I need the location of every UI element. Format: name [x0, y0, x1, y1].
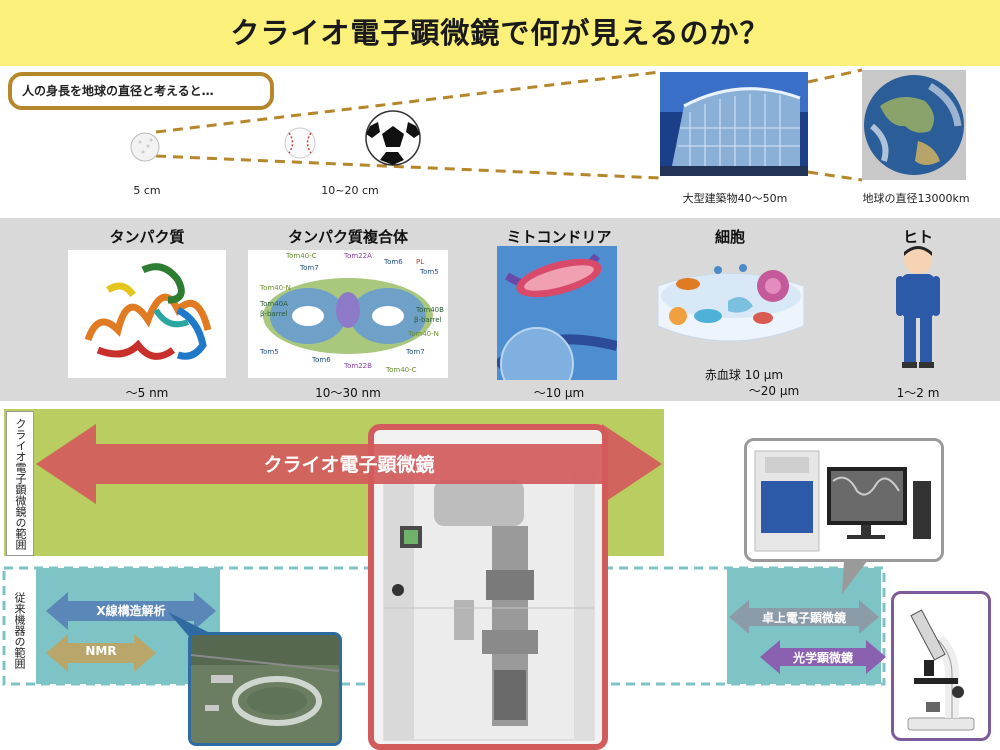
- label-balls: 10~20 cm: [321, 184, 379, 197]
- synchrotron-facility-image: [188, 632, 342, 746]
- label-earth: 地球の直径13000km: [862, 192, 970, 205]
- desktop-em-illustration: [754, 450, 931, 552]
- cryo-em-range-label: クライオ電子顕微鏡の範囲: [6, 411, 34, 556]
- baseball-icon: [284, 127, 316, 159]
- size-cell: ～20 μm: [748, 384, 800, 398]
- complex-label: Tom6: [384, 258, 403, 266]
- complex-label: Tom40B: [416, 306, 444, 314]
- cryo-em-range-arrow: [36, 424, 662, 504]
- cryo-em-arrow-label: クライオ電子顕微鏡: [263, 454, 435, 476]
- light-microscope-range-arrow: [760, 640, 886, 674]
- complex-label: Tom5: [260, 348, 279, 356]
- size-complex: 10～30 nm: [315, 386, 381, 400]
- nmr-label: NMR: [85, 644, 117, 658]
- complex-label: Tom40-N: [408, 330, 439, 338]
- scale-note: 人の身長を地球の直径と考えると…: [8, 72, 274, 110]
- complex-blob-illustration: [263, 278, 433, 354]
- synchrotron-aerial-illustration: [191, 635, 339, 743]
- xray-range-arrow: [46, 592, 216, 630]
- category-title-cell: 細胞: [714, 228, 745, 246]
- protein-ribbon-illustration: [84, 263, 212, 360]
- mitochondria-image: [493, 246, 619, 401]
- category-title-human: ヒト: [902, 228, 933, 246]
- title-bar: [0, 0, 1000, 66]
- perspective-line-top-2: [807, 68, 863, 84]
- label-building: 大型建築物40～50m: [682, 192, 788, 205]
- size-protein: ～5 nm: [125, 386, 169, 400]
- complex-label: Tom40-C: [386, 366, 417, 374]
- page-title: クライオ電子顕微鏡で何が見えるのか？: [230, 16, 770, 50]
- desktop-em-callout-pointer: [842, 560, 868, 594]
- mitochondria-illustration: [493, 246, 619, 401]
- soccer-ball-icon: [365, 110, 421, 166]
- complex-label: PL: [416, 258, 425, 266]
- label-golf-ball: 5 cm: [133, 184, 161, 197]
- light-microscope-label: 光学顕微鏡: [792, 651, 853, 665]
- desktop-em-range-arrow: [729, 600, 879, 634]
- complex-label: Tom40A: [260, 300, 288, 308]
- cell-image: [648, 256, 814, 360]
- complex-label: Tom40-N: [260, 284, 291, 292]
- complex-label: β-barrel: [260, 310, 288, 318]
- human-figure-icon: [896, 246, 940, 368]
- size-mitochondria: ～10 μm: [533, 386, 585, 400]
- microscope-icon: [907, 609, 975, 731]
- complex-label: Tom22B: [344, 362, 372, 370]
- complex-label: Tom6: [312, 356, 331, 364]
- perspective-line-bottom-2: [807, 170, 863, 182]
- golf-ball-icon: [130, 132, 160, 162]
- large-building-image: [660, 72, 808, 176]
- complex-label: β-barrel: [414, 316, 442, 324]
- complex-label: Tom40-C: [286, 252, 317, 260]
- cryo-em-instrument-illustration: [383, 469, 595, 741]
- complex-label: Tom22A: [344, 252, 372, 260]
- complex-label: Tom7: [300, 264, 319, 272]
- desktop-em-label: 卓上電子顕微鏡: [761, 611, 846, 625]
- cell-note: 赤血球 10 μm: [704, 368, 784, 382]
- earth-image: [862, 70, 966, 180]
- category-title-complex: タンパク質複合体: [287, 228, 408, 246]
- complex-label: Tom5: [420, 268, 439, 276]
- size-human: 1～2 m: [896, 386, 940, 400]
- protein-complex-image: Tom40-C Tom22A Tom6 PL Tom7 Tom5 Tom40-N…: [248, 250, 448, 378]
- light-microscope-image-frame: [891, 591, 991, 741]
- scale-analogy-graphic: [130, 68, 966, 182]
- complex-label: Tom7: [406, 348, 425, 356]
- desktop-em-image-frame: [744, 438, 944, 562]
- protein-image: [68, 250, 226, 378]
- nmr-range-arrow: [46, 634, 156, 672]
- xray-label: X線構造解析: [96, 604, 166, 618]
- conventional-range-label: 従来機器の範囲: [6, 582, 32, 678]
- category-title-protein: タンパク質: [109, 228, 185, 246]
- category-title-mitochondria: ミトコンドリア: [506, 228, 612, 246]
- cell-illustration: [657, 264, 805, 342]
